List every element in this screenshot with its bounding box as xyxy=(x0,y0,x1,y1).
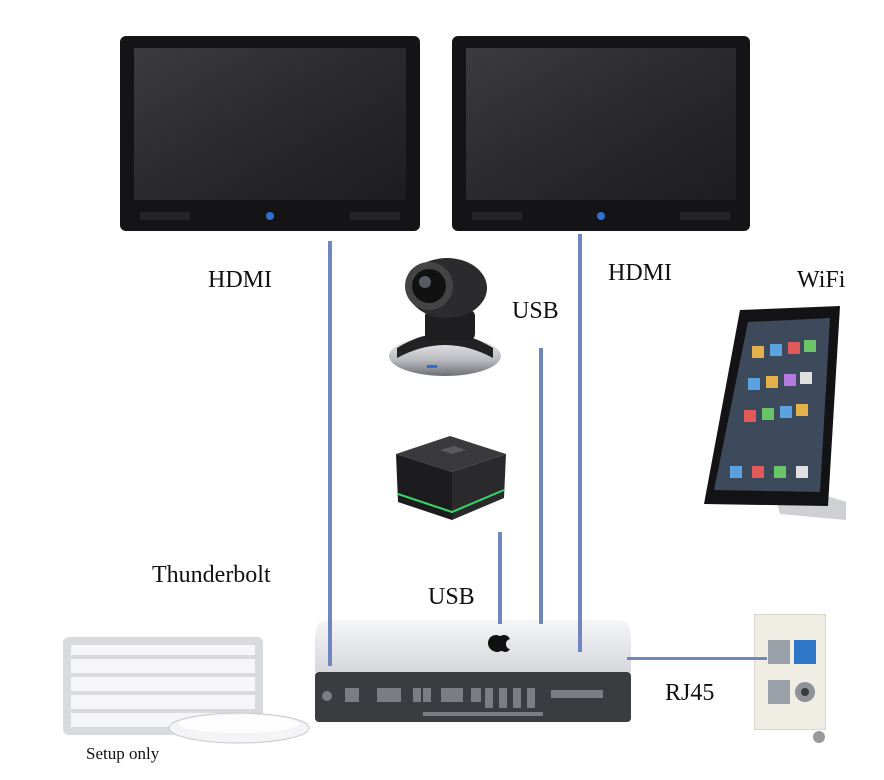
mac-mini xyxy=(313,618,633,726)
rj45-cable xyxy=(627,657,767,660)
monitor-right xyxy=(452,36,750,231)
label-thunderbolt: Thunderbolt xyxy=(152,562,271,588)
label-hdmi-right: HDMI xyxy=(608,260,672,286)
ptz-camera xyxy=(385,248,505,380)
label-rj45: RJ45 xyxy=(665,680,715,706)
magic-mouse xyxy=(168,708,310,744)
speakerphone xyxy=(388,428,512,526)
label-wifi: WiFi xyxy=(797,267,846,293)
usb-cable-speakerphone xyxy=(498,532,502,624)
rj45-wall-plate xyxy=(754,614,826,730)
usb-cable-camera xyxy=(539,348,543,624)
hdmi-cable-right xyxy=(578,234,582,652)
label-setup-only: Setup only xyxy=(86,744,160,763)
status-dot xyxy=(813,731,825,743)
label-hdmi-left: HDMI xyxy=(208,267,272,293)
keyboard xyxy=(63,637,263,735)
monitor-left xyxy=(120,36,420,231)
ipad-tablet xyxy=(700,306,846,520)
label-usb-camera: USB xyxy=(512,298,559,324)
hdmi-cable-left xyxy=(328,241,332,666)
label-usb-speakerphone: USB xyxy=(428,584,475,610)
